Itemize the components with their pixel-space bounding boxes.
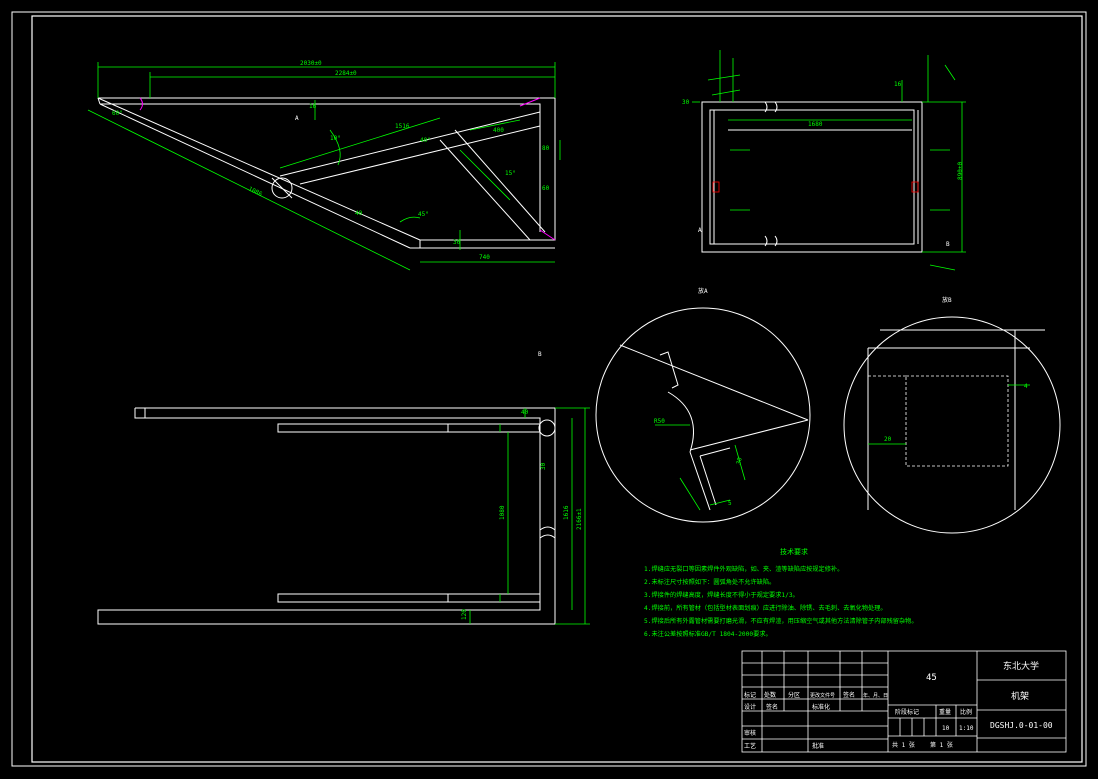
tb-row-process: 工艺: [744, 742, 756, 750]
dim-angle-2: 10°: [330, 135, 341, 142]
tb-university: 东北大学: [1003, 660, 1039, 672]
detail-b-hidden: [868, 375, 1009, 467]
detail-a-small: 5: [728, 500, 732, 507]
tb-scale-label: 比例: [960, 708, 972, 716]
dim-side-1: 80: [542, 145, 550, 152]
right-view-red: [712, 181, 919, 193]
tb-col-header: 年、月、日: [863, 692, 888, 699]
dim-angle-1: 60°: [112, 110, 123, 117]
tb-col-header: 更改文件号: [810, 692, 835, 699]
dim-brace: 40: [355, 210, 363, 217]
tb-drawing-no: DGSHJ.0-01-00: [990, 721, 1053, 730]
dim-height-3: 2166±1: [576, 508, 583, 530]
right-view: [701, 101, 923, 253]
front-view-labels: 1080 1616 2166±1 40 30 120: [461, 409, 583, 620]
dim-width: 1680: [808, 121, 823, 128]
dim-height-1: 1080: [499, 505, 506, 520]
dim-top: 16: [894, 81, 902, 88]
detail-a-depth: 30: [735, 456, 744, 465]
right-view-dimensions: [692, 50, 966, 271]
top-view-label-a: A: [295, 115, 299, 122]
detail-b-width: 20: [884, 436, 892, 443]
tb-sheet-no: 第 1 张: [930, 741, 953, 749]
tb-weight-value: 10: [942, 725, 950, 732]
detail-a-title: 放A: [698, 287, 708, 295]
dim-bottom: 740: [479, 254, 490, 261]
tb-scale-value: 1:10: [959, 725, 974, 732]
front-view-label-b: B: [538, 351, 542, 358]
inner-border: [31, 15, 1083, 763]
tb-row-design: 设计: [744, 703, 756, 711]
dim-overall-1: 2030±0: [300, 60, 322, 67]
top-view-magenta: [139, 97, 556, 241]
tb-col-header: 签名: [843, 691, 855, 699]
detail-b: [843, 316, 1061, 534]
tb-row-standard: 标准化: [812, 703, 830, 711]
dim-small-2: 30: [540, 462, 547, 470]
detail-b-title: 放B: [942, 296, 952, 304]
tech-item: 1.焊缝应无裂口等因素焊件外观缺陷，如、夹、渣等缺陷应按规定修补。: [644, 565, 843, 573]
tb-stage-label: 阶段标记: [895, 708, 919, 716]
right-view-label-b: B: [946, 241, 950, 248]
detail-a-radius: R50: [654, 418, 665, 425]
tech-item: 5.焊接后所有外露管材需要打磨光滑，不应有焊渣，用压缩空气或其他方法清除管子内部…: [644, 617, 918, 625]
dim-top-small: 16: [309, 103, 317, 110]
tech-item: 6.未注公差按照标准GB/T 1804-2000要求。: [644, 630, 772, 638]
detail-b-labels: 20 4: [884, 383, 1028, 443]
dim-height-2: 1616: [563, 505, 570, 520]
tech-item: 3.焊接件的焊缝高度，焊缝长度不得小于规定要求1/3。: [644, 591, 799, 599]
dim-angle-3: 15°: [505, 170, 516, 177]
right-view-labels: 1680 890±0 30 16: [682, 81, 964, 180]
tb-col-header: 分区: [788, 691, 800, 699]
dim-angle-4: 45°: [418, 211, 429, 218]
tb-material: 45: [926, 673, 937, 683]
detail-a-dimensions: [655, 424, 746, 511]
tb-row-check: 审核: [744, 729, 756, 737]
detail-a: [595, 307, 811, 523]
top-view-labels: 2030±0 2284±0 1516 1086 400 740 80 60 30…: [112, 60, 550, 261]
dim-diag: 1516: [395, 123, 410, 130]
tb-row-signature: 签名: [766, 703, 778, 711]
outer-border: [11, 11, 1087, 767]
dim-left: 30: [682, 99, 690, 106]
top-view: [97, 97, 556, 249]
front-view-dimensions: [469, 407, 590, 625]
dim-small-1: 40: [521, 409, 529, 416]
dim-side-2: 60: [542, 185, 550, 192]
tb-col-header: 标记: [744, 691, 756, 699]
detail-b-offset: 4: [1024, 383, 1028, 390]
tech-item: 4.焊接前，所有管材（包括型材表面划痕）应进行除油、除锈、去毛刺、去氧化物处理。: [644, 604, 887, 612]
dim-small: 30: [453, 239, 461, 246]
right-view-label-a: A: [698, 227, 702, 234]
dim-overall-2: 2284±0: [335, 70, 357, 77]
tb-sheet-total: 共 1 张: [892, 741, 915, 749]
dim-mid: 400: [493, 127, 504, 134]
title-block-text: 标记 处数 分区 更改文件号 签名 年、月、日 设计 标准化 签名 审核 工艺 …: [744, 660, 1053, 750]
tb-part-name: 机架: [1011, 690, 1029, 702]
top-view-dimensions: [87, 62, 561, 271]
tb-row-approve: 批准: [812, 742, 824, 750]
tech-requirements: 技术要求 1.焊缝应无裂口等因素焊件外观缺陷，如、夹、渣等缺陷应按规定修补。 2…: [644, 547, 918, 638]
title-block: [741, 650, 1067, 753]
dim-angle-5: 40°: [420, 137, 431, 144]
front-view: [97, 407, 556, 625]
detail-b-dimensions: [868, 384, 1030, 445]
tb-weight-label: 重量: [939, 708, 951, 716]
tb-col-header: 处数: [764, 691, 776, 699]
dim-height: 890±0: [957, 162, 964, 180]
dim-small-3: 120: [461, 609, 468, 620]
detail-a-labels: R50 30 5: [654, 418, 744, 507]
tech-item: 2.未标注尺寸按照如下：圆弧角处不允许缺陷。: [644, 578, 775, 586]
tech-heading: 技术要求: [780, 547, 808, 556]
